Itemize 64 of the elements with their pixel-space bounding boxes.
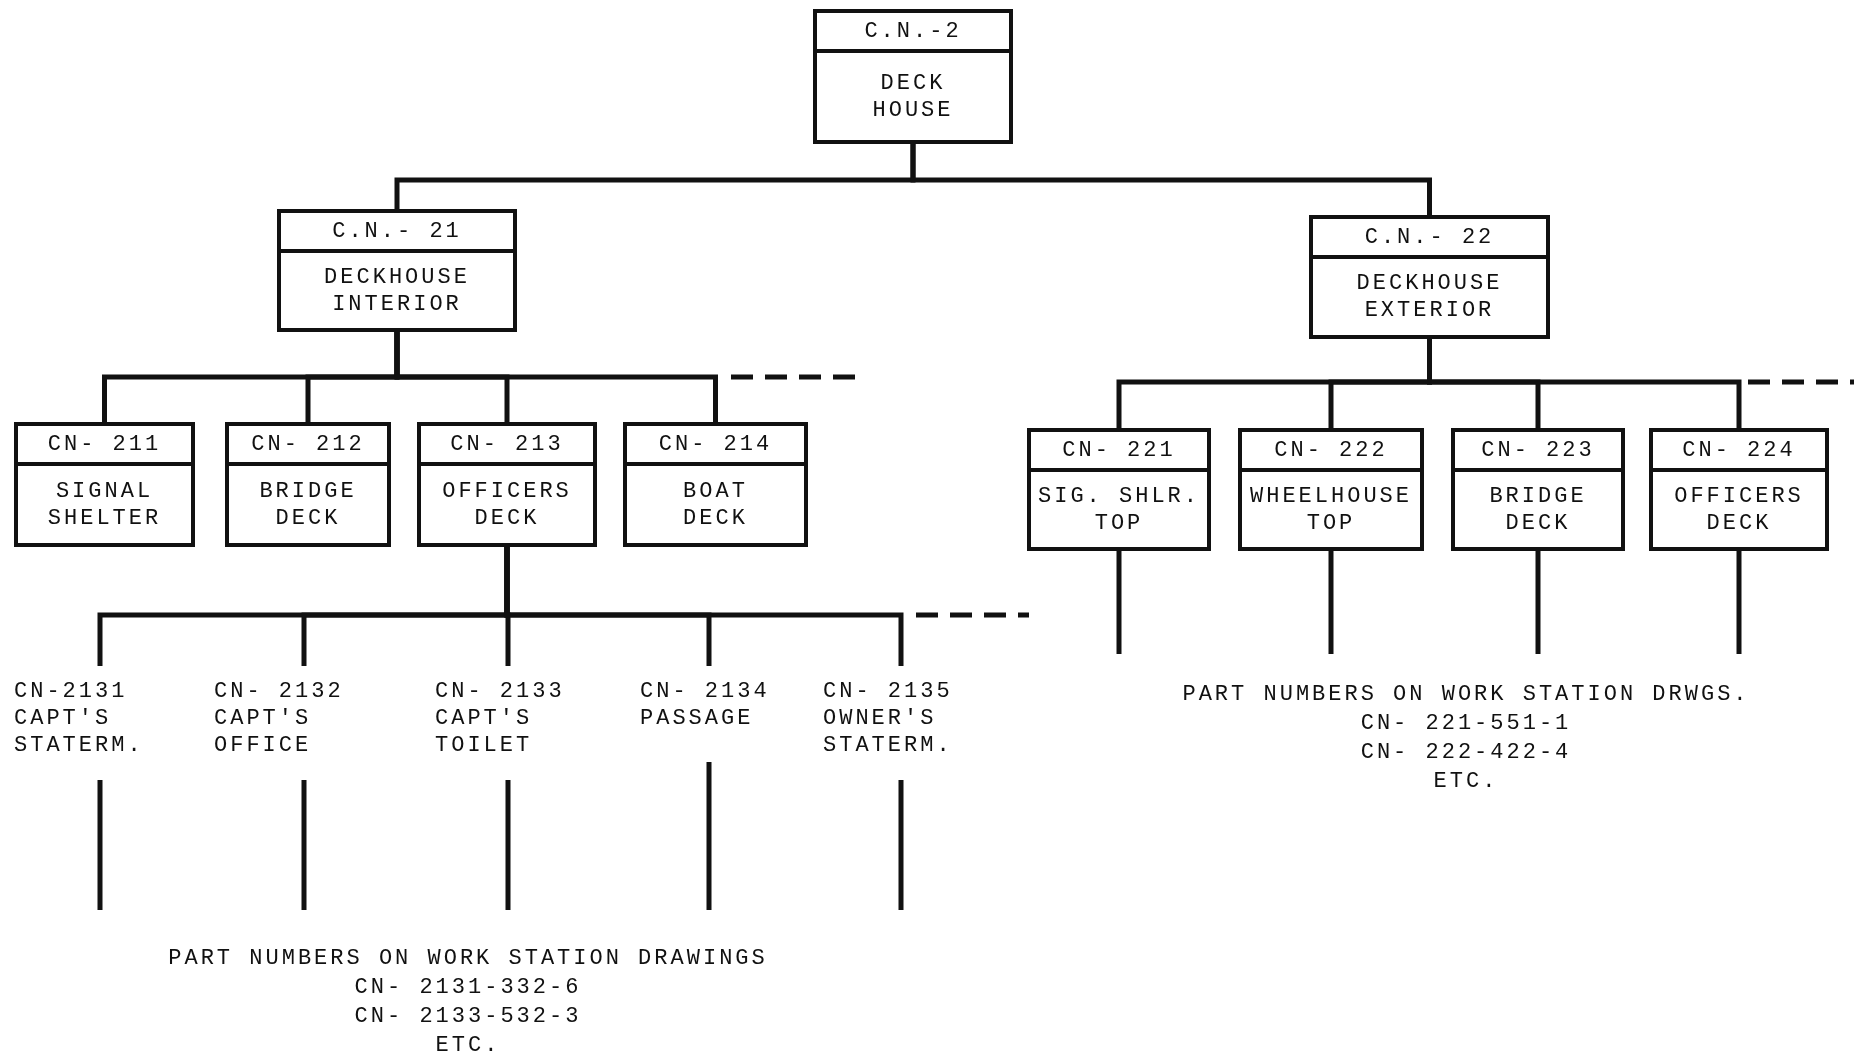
note-text: CN- 2131-332-6	[353, 974, 583, 1002]
connector-line	[1427, 339, 1742, 428]
component-name: CAPT'S STATERM.	[14, 705, 144, 759]
component-box	[813, 9, 1013, 144]
component-box	[623, 422, 808, 547]
component-name: OFFICERS DECK	[1674, 482, 1804, 537]
component-box	[1027, 428, 1211, 551]
part-number: CN- 214	[658, 431, 773, 457]
component-name: DECKHOUSE INTERIOR	[324, 263, 470, 318]
part-number: CN- 224	[1682, 437, 1796, 463]
note-text: PART NUMBERS ON WORK STATION DRWGS.	[1182, 681, 1750, 709]
component-box	[225, 422, 391, 547]
part-number: CN- 221	[1062, 437, 1176, 463]
connector-line	[1736, 551, 1742, 654]
connector-line	[505, 780, 511, 910]
connector-line	[301, 780, 307, 910]
part-number: CN- 2134	[640, 678, 770, 705]
part-number: CN- 212	[251, 431, 365, 457]
component-name: BRIDGE DECK	[259, 477, 357, 532]
part-number: CN-2131	[14, 678, 129, 705]
component-name: DECK HOUSE	[872, 69, 954, 124]
connector-line	[898, 780, 904, 910]
note-text: CN- 222-422-4	[1359, 739, 1573, 767]
connector-line	[1116, 551, 1122, 654]
note-text: CN- 221-551-1	[1359, 710, 1573, 738]
component-box	[1649, 428, 1829, 551]
note-text: ETC.	[434, 1032, 502, 1060]
component-box	[1309, 215, 1550, 339]
connector-line	[910, 144, 1432, 215]
part-number: C.N.- 22	[1364, 224, 1495, 250]
component-name: CAPT'S OFFICE	[214, 705, 312, 759]
part-number: CN- 211	[47, 431, 162, 457]
note-text: PART NUMBERS ON WORK STATION DRAWINGS	[168, 945, 768, 973]
part-number: CN- 2133	[435, 678, 565, 705]
connector-line	[504, 547, 904, 666]
component-box	[14, 422, 195, 547]
connector-line	[394, 332, 718, 422]
component-name: DECKHOUSE EXTERIOR	[1356, 270, 1503, 324]
component-name: BRIDGE DECK	[1489, 482, 1587, 537]
connector-line	[97, 780, 103, 910]
component-box	[277, 209, 517, 332]
component-name: SIG. SHLR. TOP	[1037, 482, 1201, 537]
component-name: OFFICERS DECK	[442, 477, 572, 532]
connector-line	[1535, 551, 1541, 654]
component-name: PASSAGE	[640, 705, 754, 732]
connector-line	[706, 762, 712, 910]
part-number: C.N.-2	[864, 18, 962, 44]
part-number: CN- 222	[1274, 437, 1388, 463]
note-text: CN- 2133-532-3	[353, 1003, 583, 1031]
part-number: CN- 2132	[214, 678, 344, 705]
part-number: CN- 223	[1481, 437, 1595, 463]
part-number: CN- 213	[450, 431, 564, 457]
part-number: C.N.- 21	[332, 218, 462, 244]
component-box	[1451, 428, 1625, 551]
connector-line	[1328, 551, 1334, 654]
note-text: ETC.	[1432, 768, 1500, 796]
part-number: CN- 2135	[823, 678, 953, 705]
component-name: BOAT DECK	[683, 477, 748, 532]
component-box	[1238, 428, 1424, 551]
component-box	[417, 422, 597, 547]
component-name: SIGNAL SHELTER	[47, 477, 162, 532]
component-name: CAPT'S TOILET	[435, 705, 533, 759]
component-name: WHEELHOUSE TOP	[1249, 482, 1413, 537]
component-name: OWNER'S STATERM.	[823, 705, 953, 759]
